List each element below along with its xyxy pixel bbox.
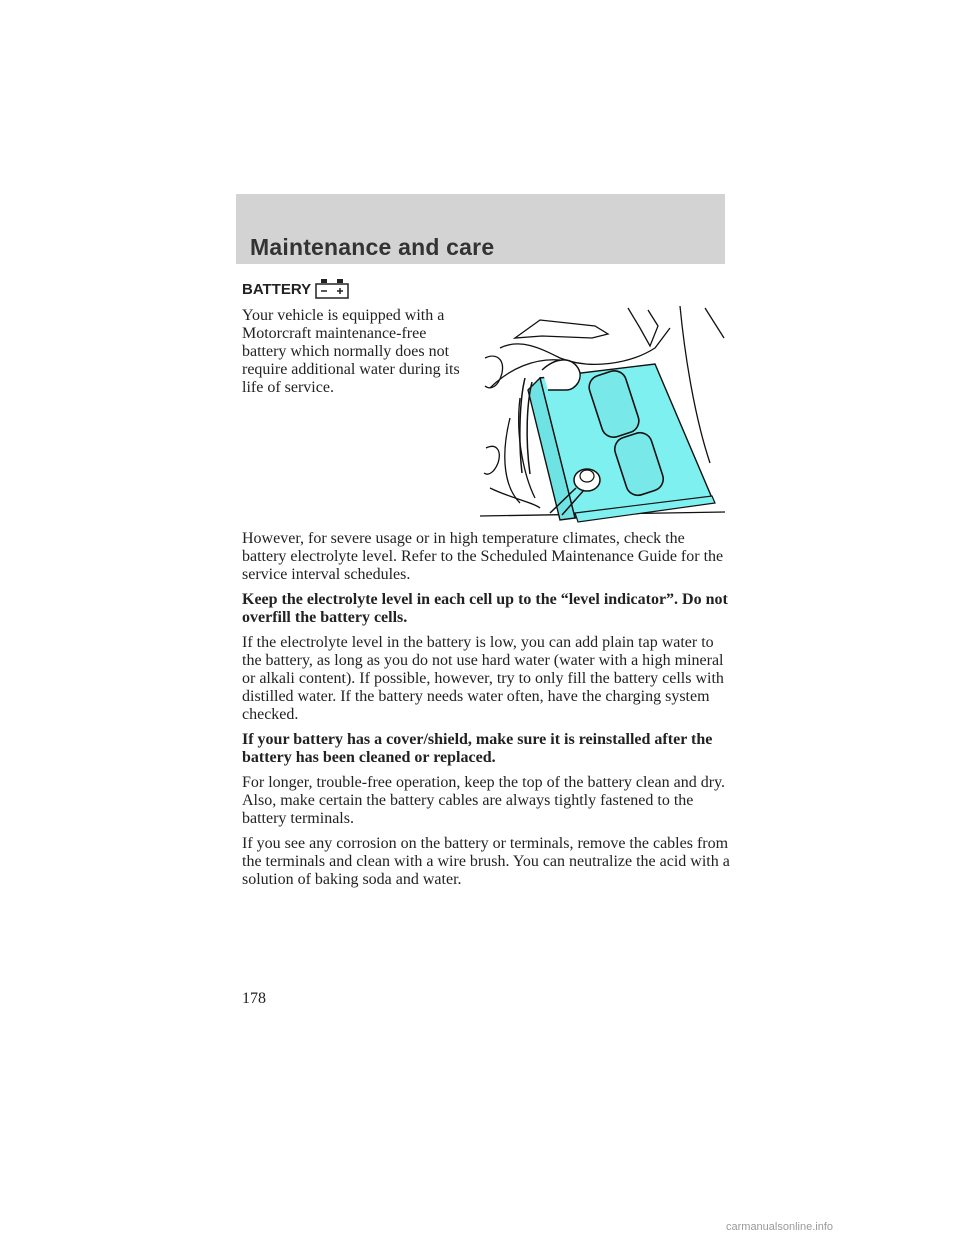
paragraph-severe-usage: However, for severe usage or in high tem… [242,530,724,583]
paragraph-corrosion: If you see any corrosion on the battery … [242,835,730,888]
section-header-band: Maintenance and care [236,194,725,264]
body-paragraphs: However, for severe usage or in high tem… [242,530,732,896]
section-heading: BATTERY [242,279,349,299]
battery-illustration [479,298,726,525]
paragraph-cover-warning: If your battery has a cover/shield, make… [242,731,713,766]
watermark-url: carmanualsonline.info [726,1221,834,1233]
section-title: BATTERY [242,280,312,298]
page-number: 178 [242,990,266,1007]
paragraph-add-water: If the electrolyte level in the battery … [242,634,724,723]
paragraph-level-warning: Keep the electrolyte level in each cell … [242,591,728,626]
intro-text: Your vehicle is equipped with a Motorcra… [242,307,460,396]
paragraph-clean-dry: For longer, trouble-free operation, keep… [242,774,726,827]
battery-icon [315,279,349,299]
page-title: Maintenance and care [250,234,495,260]
